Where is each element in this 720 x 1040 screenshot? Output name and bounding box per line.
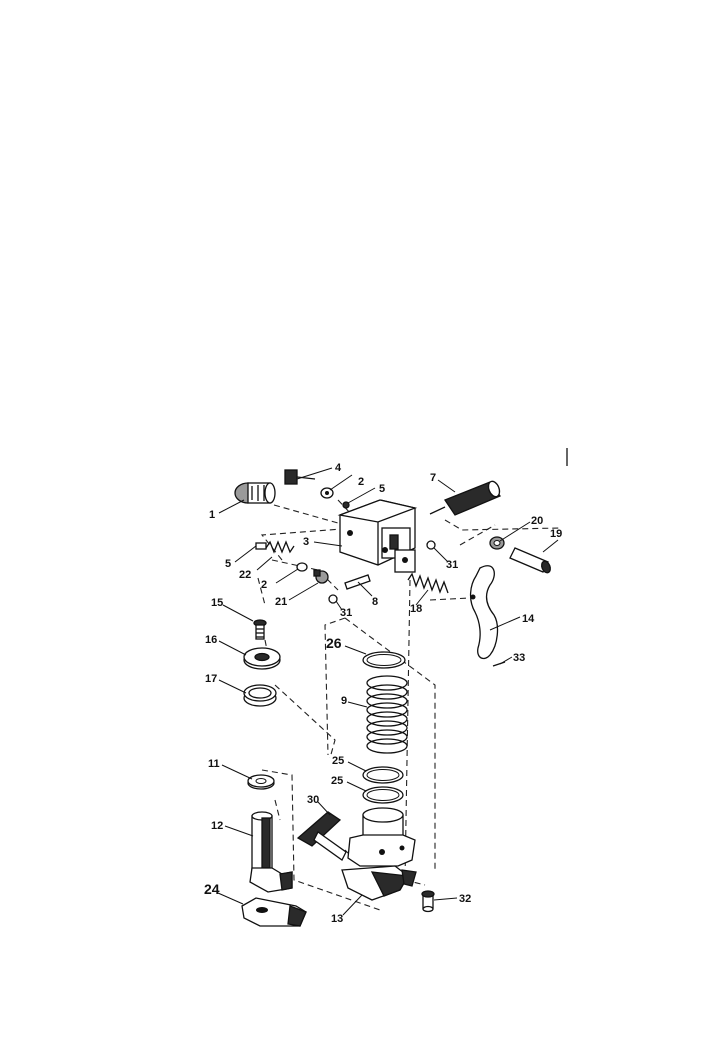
part-24-cutter-bit — [241, 897, 307, 927]
label-part-3: 3 — [303, 536, 309, 548]
part-5-ball-upper — [342, 501, 350, 509]
label-part-20: 20 — [531, 515, 543, 527]
label-part-19: 19 — [550, 528, 562, 540]
part-30-t-handle — [296, 811, 347, 861]
label-part-14: 14 — [522, 613, 535, 625]
label-part-25-lower: 25 — [331, 775, 343, 787]
part-15-screw — [253, 619, 267, 640]
label-part-21: 21 — [275, 596, 287, 608]
label-part-33: 33 — [513, 652, 525, 664]
part-20-nut-hole — [493, 540, 501, 546]
part-7-handle-grip — [429, 480, 502, 516]
label-part-24: 24 — [204, 881, 220, 897]
label-part-31-lower: 31 — [340, 607, 352, 619]
label-part-2-lower: 2 — [261, 579, 267, 591]
label-part-22: 22 — [239, 569, 251, 581]
part-3-housing — [337, 499, 418, 573]
part-labels: 1 2 2 3 4 5 5 7 8 9 11 12 13 14 15 16 17… — [204, 462, 562, 925]
part-18-spring — [407, 572, 449, 594]
part-11-washer — [247, 774, 275, 790]
label-part-15: 15 — [211, 597, 223, 609]
part-16-bearing — [243, 647, 281, 670]
label-part-11: 11 — [208, 758, 220, 770]
label-part-8: 8 — [372, 596, 378, 608]
part-14-trigger-lever — [469, 565, 499, 660]
part-2-washer-upper-hole — [325, 491, 329, 495]
part-8-pin — [344, 574, 371, 590]
leader-lines — [217, 467, 559, 916]
part-25-oring-upper-inner — [366, 769, 400, 781]
label-part-4: 4 — [335, 462, 342, 474]
part-31-oring-upper — [426, 540, 436, 550]
part-1-chuck — [234, 482, 276, 504]
part-19-pin — [509, 547, 551, 574]
label-part-31-upper: 31 — [446, 559, 458, 571]
label-part-13: 13 — [331, 913, 343, 925]
label-part-7: 7 — [430, 472, 436, 484]
label-part-16: 16 — [205, 634, 217, 646]
assembly-dashed-lines — [257, 499, 561, 911]
part-4-valve — [284, 469, 316, 485]
label-part-32: 32 — [459, 893, 471, 905]
part-22-spring — [265, 540, 295, 554]
label-part-5-upper: 5 — [379, 483, 385, 495]
label-part-30: 30 — [307, 794, 319, 806]
part-32-screw — [421, 890, 435, 913]
label-part-25-upper: 25 — [332, 755, 344, 767]
part-2-washer-lower — [296, 562, 308, 572]
label-part-26: 26 — [326, 635, 342, 651]
part-17-ring — [243, 684, 277, 707]
part-12-shank-bit — [249, 811, 293, 893]
part-25-oring-lower-inner — [366, 789, 400, 801]
part-13-lower-body — [341, 807, 417, 901]
label-part-18: 18 — [410, 603, 422, 615]
label-part-1: 1 — [209, 509, 215, 521]
label-part-9: 9 — [341, 695, 347, 707]
label-part-12: 12 — [211, 820, 223, 832]
part-9-main-spring — [366, 675, 408, 754]
part-21-plug — [313, 569, 329, 584]
part-31-oring-lower — [328, 594, 338, 604]
label-part-2-upper: 2 — [358, 476, 364, 488]
label-part-17: 17 — [205, 673, 217, 685]
part-26-oring-inner — [366, 654, 402, 666]
label-part-5-lower: 5 — [225, 558, 231, 570]
part-5-ball-lower — [255, 542, 267, 550]
